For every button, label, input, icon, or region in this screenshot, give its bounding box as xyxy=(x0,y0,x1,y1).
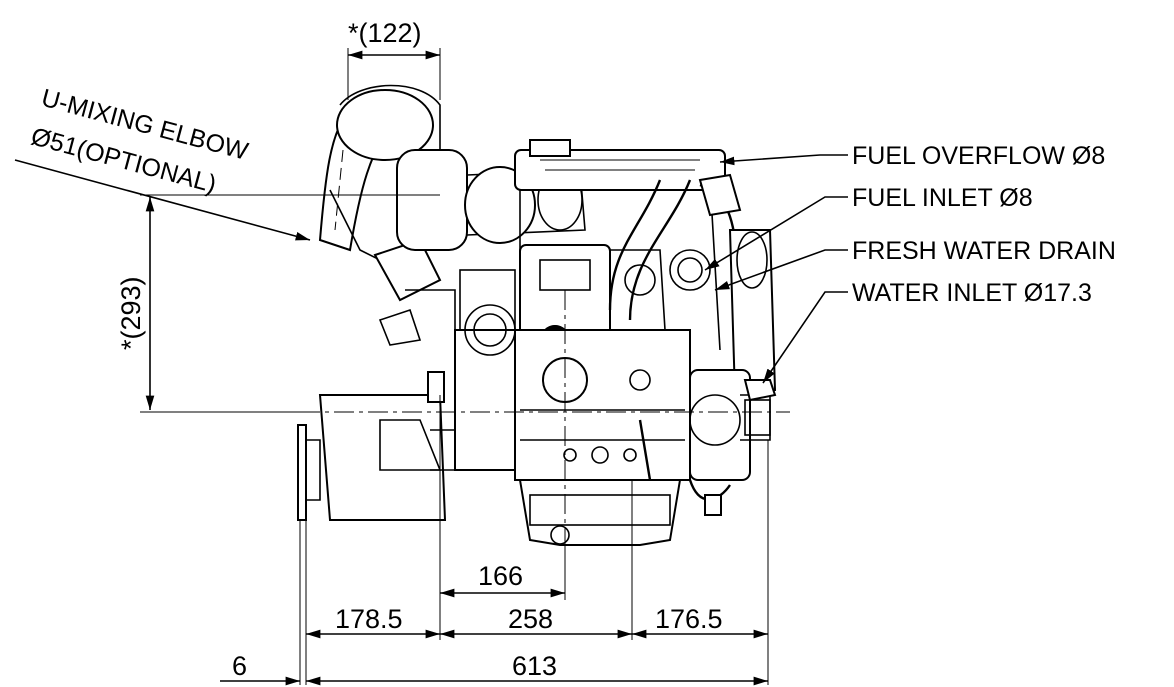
leader-lines xyxy=(14,154,848,384)
label-fresh-water-drain: FRESH WATER DRAIN xyxy=(852,237,1116,265)
dim-exhaust-height: *(293) xyxy=(116,276,146,350)
dim-left-section: 178.5 xyxy=(335,604,403,634)
dim-center-section: 258 xyxy=(508,604,553,634)
dim-flange: 6 xyxy=(232,651,247,681)
dim-exhaust-width: *(122) xyxy=(348,18,422,48)
dimension-lines xyxy=(140,48,769,686)
dim-right-section: 176.5 xyxy=(655,604,723,634)
label-fuel-inlet: FUEL INLET Ø8 xyxy=(852,184,1033,212)
label-water-inlet: WATER INLET Ø17.3 xyxy=(852,279,1092,307)
elbow-label-group: U-MIXING ELBOW Ø51(OPTIONAL) xyxy=(28,84,251,199)
engine-outline xyxy=(297,84,777,546)
dim-center-offset: 166 xyxy=(478,561,523,591)
dim-overall-width: 613 xyxy=(512,651,557,681)
center-lines xyxy=(300,290,790,600)
label-fuel-overflow: FUEL OVERFLOW Ø8 xyxy=(852,142,1105,170)
